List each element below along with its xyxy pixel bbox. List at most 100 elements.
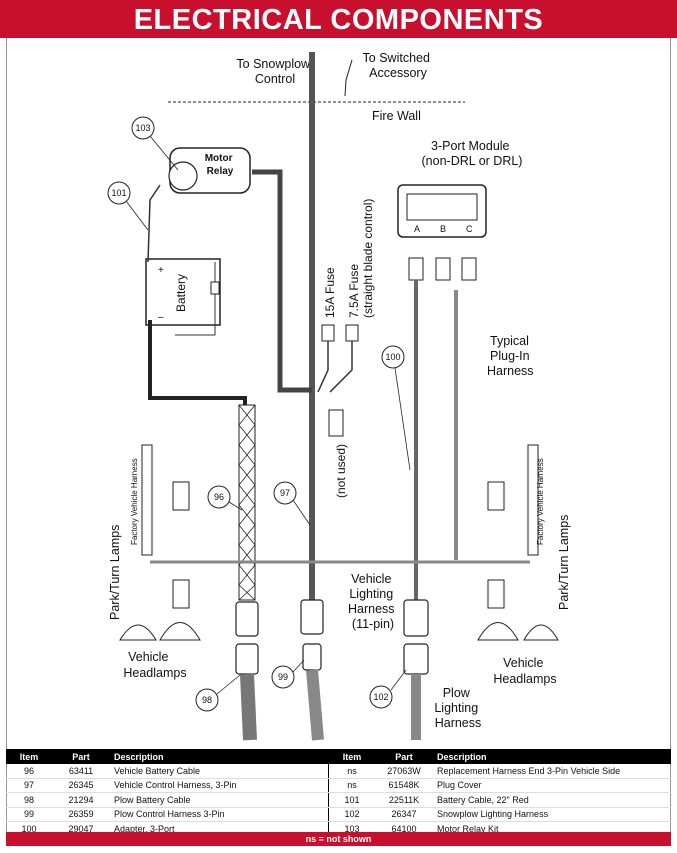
unused-connector [328,409,344,437]
item-cell: 99 [6,807,52,822]
motor-relay-label: Motor Relay [205,153,236,177]
callout-101: 101 [107,181,149,231]
relay-terminal-icon [168,161,198,191]
description-cell: Battery Cable, 22" Red [433,792,671,808]
relay-harness-wire [252,169,312,393]
col-description: Description [110,749,329,764]
left-park-lamp-icon [119,624,157,641]
vehicle-headlamps-left-label: Vehicle Headlamps [123,650,186,680]
park-turn-lamps-left-label: Park/Turn Lamps [108,525,122,620]
battery-cable-connector [235,601,259,637]
factory-vehicle-harness-right-label: Factory Vehicle Harness [536,458,545,545]
col-part-2: Part [375,749,433,764]
battery-positive-label: + [158,265,164,276]
parts-table: Item Part Description Item Part Descript… [6,749,671,837]
left-lamp-connector-top [172,481,190,511]
module-port-c-connector [461,257,477,281]
description-cell: Plow Control Harness 3-Pin [110,807,329,822]
description-cell: Snowplow Lighting Harness [433,807,671,822]
description-cell: Vehicle Control Harness, 3-Pin [110,778,329,793]
control-harness-connector [300,599,324,635]
left-headlamp-icon [159,622,201,641]
callout-102: 102 [369,669,407,709]
table-row: 98 21294 Plow Battery Cable 101 22511K B… [6,792,671,808]
port-a-label: A [414,224,420,234]
wiring-diagram: To Snowplow Control To Switched Accessor… [107,51,571,741]
vehicle-lighting-harness-label: Vehicle Lighting Harness (11-pin) [348,572,398,631]
fuse-15a [321,324,335,342]
description-cell: Plug Cover [433,778,671,793]
callout-96: 96 [207,485,243,511]
plow-battery-cable [240,673,257,741]
col-part: Part [52,749,110,764]
left-lamp-connector-bottom [172,579,190,609]
vehicle-battery-cable [238,404,256,601]
description-cell: Plow Battery Cable [110,792,329,808]
item-cell: 102 [328,807,375,822]
park-turn-lamps-right-label: Park/Turn Lamps [557,515,571,610]
page-title: ELECTRICAL COMPONENTS [133,4,544,36]
plow-control-harness [306,669,324,741]
plow-control-harness-connector [302,643,322,671]
typical-plugin-harness-label: Typical Plug-In Harness [487,334,534,378]
part-cell: 26359 [52,807,110,822]
factory-harness-right [527,444,539,556]
callout-103: 103 [131,116,179,171]
col-item-2: Item [328,749,375,764]
header-bar [0,0,677,38]
col-description-2: Description [433,749,671,764]
callout-98: 98 [195,674,241,712]
part-cell: 61548K [375,778,433,793]
svg-text:99: 99 [278,672,288,682]
fuse-75a [345,324,359,342]
not-shown-note: ns = not shown [6,832,671,846]
part-cell: 26345 [52,778,110,793]
fuse-wires [317,341,353,393]
fuse-75a-label: 7.5A Fuse (straight blade control) [347,199,375,318]
table-row: 97 26345 Vehicle Control Harness, 3-Pin … [6,778,671,793]
port-c-label: C [466,224,473,234]
battery-cable-22-red [147,184,161,263]
description-cell: Vehicle Battery Cable [110,764,329,779]
svg-text:103: 103 [135,123,150,133]
plow-lighting-harness-connector [403,643,429,675]
svg-text:96: 96 [214,492,224,502]
part-cell: 26347 [375,807,433,822]
part-cell: 27063W [375,764,433,779]
factory-vehicle-harness-left-label: Factory Vehicle Harness [130,458,139,545]
svg-text:101: 101 [111,188,126,198]
part-cell: 22511K [375,792,433,808]
item-cell: 97 [6,778,52,793]
item-cell: ns [328,764,375,779]
switched-accessory-wire [344,59,353,97]
module-port-a-connector [408,257,424,281]
not-used-label: (not used) [334,444,348,498]
callout-99: 99 [271,659,305,689]
svg-text:98: 98 [202,695,212,705]
factory-harness-left [141,444,153,556]
battery-negative-label: – [158,312,164,323]
table-row: 96 63411 Vehicle Battery Cable ns 27063W… [6,764,671,779]
plow-battery-cable-connector [235,643,259,675]
battery-label: Battery [174,274,188,312]
parts-table-header: Item Part Description Item Part Descript… [6,749,671,764]
right-lamp-connector-bottom [487,579,505,609]
callout-100: 100 [381,345,411,471]
svg-text:102: 102 [373,692,388,702]
three-port-module-label: 3-Port Module (non-DRL or DRL) [422,139,523,168]
right-lamp-connector-top [487,481,505,511]
item-cell: 96 [6,764,52,779]
svg-text:100: 100 [385,352,400,362]
description-cell: Replacement Harness End 3-Pin Vehicle Si… [433,764,671,779]
braided-sleeve-pattern [238,404,256,601]
fire-wall-label: Fire Wall [372,109,421,123]
vehicle-lighting-harness-connector [403,599,429,637]
svg-text:97: 97 [280,488,290,498]
item-cell: 101 [328,792,375,808]
to-switched-accessory-label: To Switched Accessory [363,51,434,80]
ground-cable [148,320,247,410]
module-port-b-connector [435,257,451,281]
vehicle-headlamps-right-label: Vehicle Headlamps [493,656,556,686]
inline-fuse-icon [210,281,220,295]
right-headlamp-icon [477,622,519,641]
